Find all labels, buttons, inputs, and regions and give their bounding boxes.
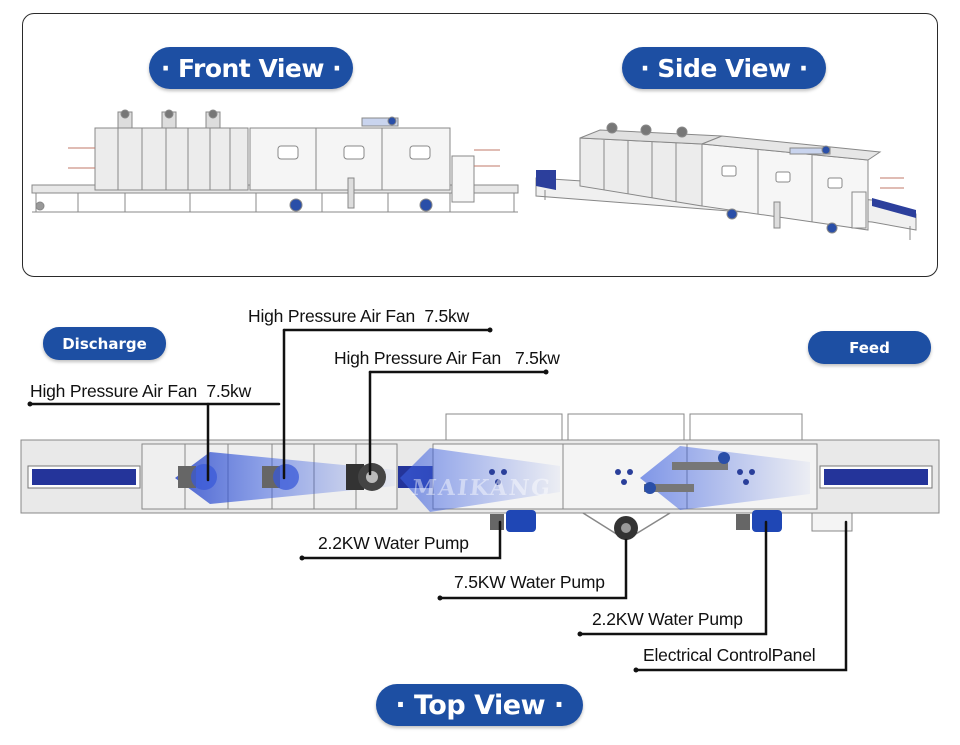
control-panel-label: Electrical ControlPanel <box>643 645 816 665</box>
brand-watermark: MAIKANG <box>410 475 554 501</box>
front-view-title: · Front View · <box>149 47 353 89</box>
top-view-title: · Top View · <box>376 684 583 726</box>
discharge-label: Discharge <box>43 327 166 360</box>
air-fan-1-label: High Pressure Air Fan 7.5kw <box>30 381 251 402</box>
water-pump-3-label: 2.2KW Water Pump <box>592 609 743 629</box>
air-fan-2-name: High Pressure Air Fan <box>248 306 415 326</box>
air-fan-3-power: 7.5kw <box>514 348 560 368</box>
air-fan-2-label: High Pressure Air Fan 7.5kw <box>248 306 469 327</box>
water-pump-3-icon <box>736 510 782 532</box>
feed-label: Feed <box>808 331 931 364</box>
water-pump-1-label: 2.2KW Water Pump <box>318 533 469 553</box>
side-view-drawing <box>535 122 917 240</box>
air-fan-1-name: High Pressure Air Fan <box>30 381 197 401</box>
air-fan-3-name: High Pressure Air Fan <box>334 348 501 368</box>
side-view-title: · Side View · <box>622 47 826 89</box>
callout-lines <box>28 328 848 672</box>
water-pump-2-label: 7.5KW Water Pump <box>454 572 605 592</box>
air-fan-1-power: 7.5kw <box>206 381 252 401</box>
air-fan-3-label: High Pressure Air Fan 7.5kw <box>334 348 560 369</box>
water-pump-2-icon <box>614 516 638 540</box>
air-fan-3-icon <box>346 463 386 491</box>
air-fan-1-icon <box>178 464 217 490</box>
front-view-drawing <box>31 109 519 213</box>
air-fan-2-power: 7.5kw <box>424 306 470 326</box>
air-fan-2-icon <box>262 464 299 490</box>
